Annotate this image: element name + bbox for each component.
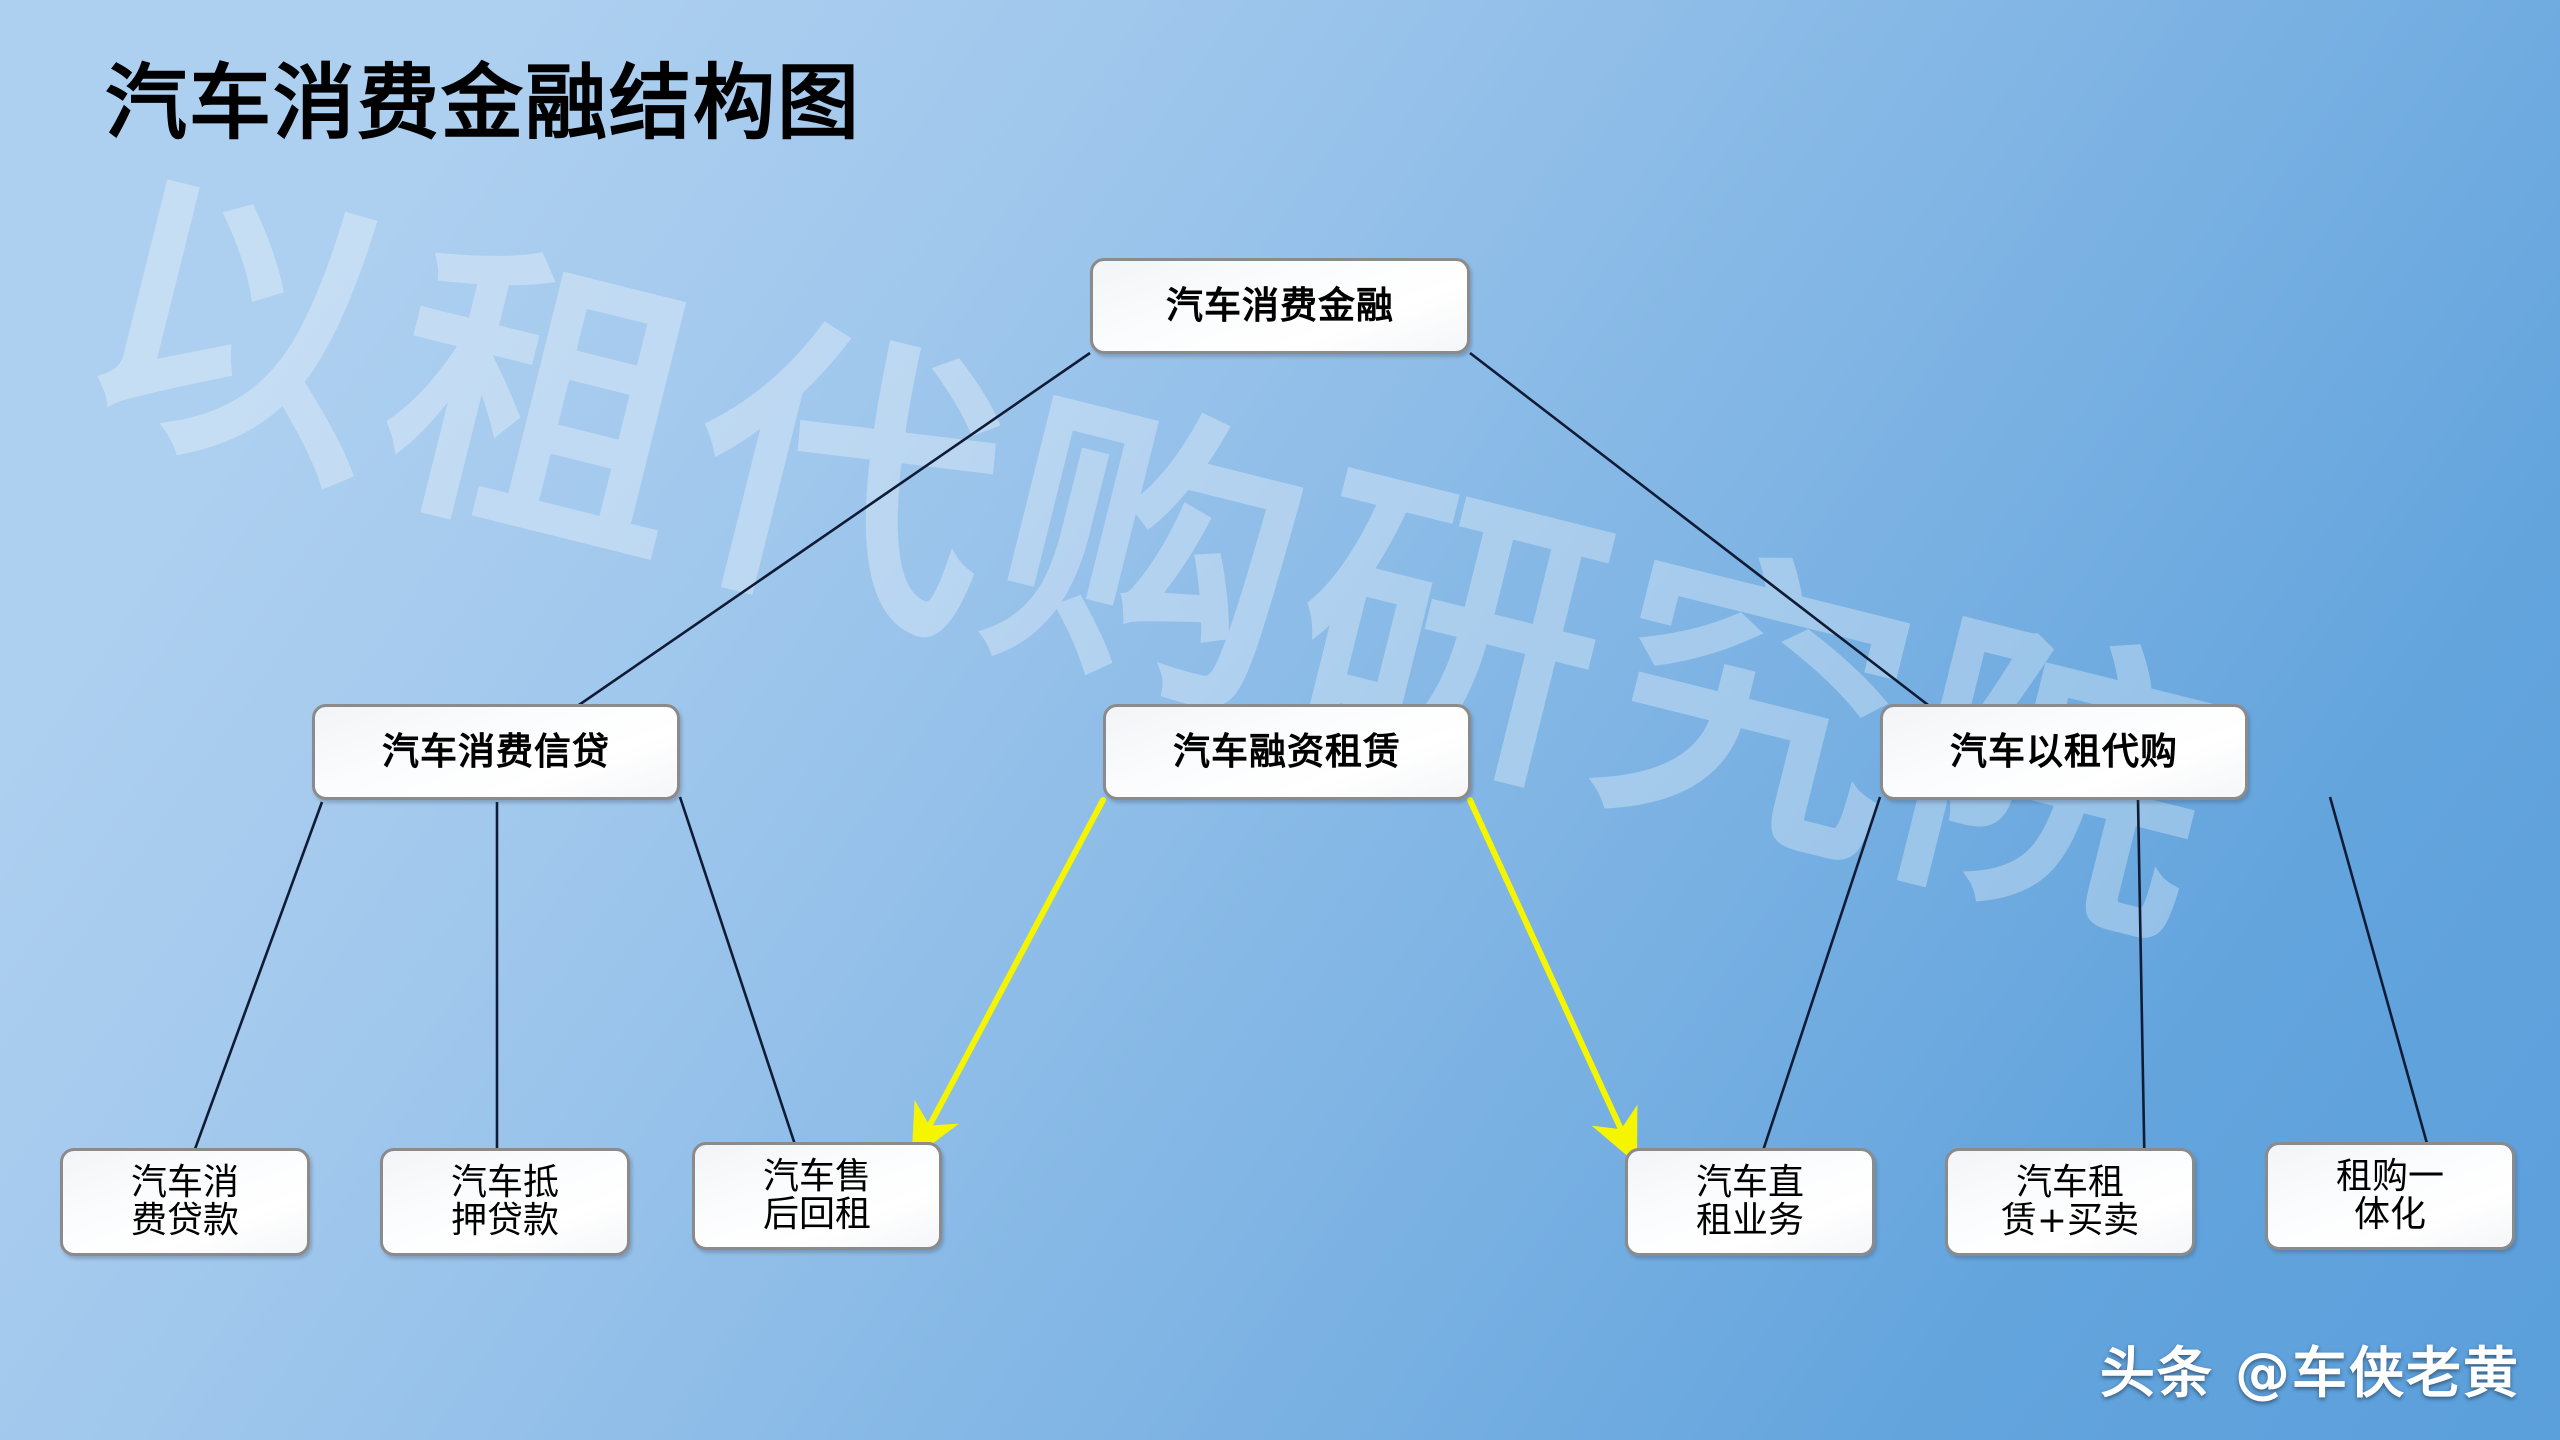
node-b3c3-label: 租购一 体化 bbox=[2330, 1155, 2450, 1235]
node-b1c1-line1: 汽车消 bbox=[130, 1161, 239, 1203]
node-direct-lease-business[interactable]: 汽车直 租业务 bbox=[1625, 1148, 1875, 1256]
node-b3c1-line1: 汽车直 bbox=[1695, 1161, 1804, 1203]
node-auto-mortgage-loan[interactable]: 汽车抵 押贷款 bbox=[380, 1148, 630, 1256]
node-lease-plus-trade[interactable]: 汽车租 赁+买卖 bbox=[1945, 1148, 2195, 1256]
edge-b3-to-b3c1 bbox=[1748, 796, 1882, 1191]
edge-b2-to-b1c3-arrow bbox=[911, 797, 1106, 1160]
page-title: 汽车消费金融结构图 bbox=[105, 56, 862, 151]
node-sale-leaseback[interactable]: 汽车售 后回租 bbox=[692, 1142, 942, 1250]
node-b1c3-line1: 汽车售 bbox=[762, 1155, 871, 1197]
node-b3c3-line1: 租购一 bbox=[2335, 1155, 2444, 1197]
edge-b2-to-b3c1-arrow bbox=[1467, 797, 1638, 1165]
node-auto-financial-leasing[interactable]: 汽车融资租赁 bbox=[1103, 704, 1471, 800]
node-b1c2-label: 汽车抵 押贷款 bbox=[445, 1161, 565, 1241]
node-b3c3-line2: 体化 bbox=[2353, 1194, 2426, 1235]
node-b1-label: 汽车消费信贷 bbox=[382, 730, 610, 774]
node-b1c3-line2: 后回租 bbox=[762, 1194, 871, 1235]
node-b1c2-line2: 押贷款 bbox=[450, 1200, 559, 1241]
node-rent-purchase-integration[interactable]: 租购一 体化 bbox=[2265, 1142, 2515, 1250]
edge-b1-to-b1c1 bbox=[178, 801, 324, 1191]
node-b2-label: 汽车融资租赁 bbox=[1173, 730, 1401, 774]
node-root[interactable]: 汽车消费金融 bbox=[1090, 258, 1470, 354]
node-b3-label: 汽车以租代购 bbox=[1950, 730, 2178, 774]
node-b3c2-line2: 赁+买卖 bbox=[2000, 1200, 2140, 1241]
node-root-label: 汽车消费金融 bbox=[1166, 284, 1394, 328]
node-lease-to-own[interactable]: 汽车以租代购 bbox=[1880, 704, 2248, 800]
edge-b3-to-b3c2 bbox=[2136, 799, 2147, 1191]
node-b3c1-label: 汽车直 租业务 bbox=[1690, 1161, 1810, 1241]
edge-b3-to-b3c3 bbox=[2328, 796, 2442, 1191]
author-credit: 头条 @车侠老黄 bbox=[2099, 1341, 2520, 1405]
node-auto-consumer-loan[interactable]: 汽车消 费贷款 bbox=[60, 1148, 310, 1256]
node-auto-consumer-credit[interactable]: 汽车消费信贷 bbox=[312, 704, 680, 800]
node-b1c1-line2: 费贷款 bbox=[130, 1200, 239, 1241]
node-b1c1-label: 汽车消 费贷款 bbox=[125, 1161, 245, 1241]
node-b1c2-line1: 汽车抵 bbox=[450, 1161, 559, 1203]
edge-b1-to-b1c3 bbox=[678, 796, 812, 1191]
node-b3c1-line2: 租业务 bbox=[1695, 1200, 1804, 1241]
node-b1c3-label: 汽车售 后回租 bbox=[757, 1155, 877, 1235]
node-b3c2-line1: 汽车租 bbox=[2015, 1161, 2124, 1203]
edge-root-to-b1 bbox=[559, 351, 1091, 720]
edge-root-to-b3 bbox=[1469, 351, 1946, 720]
node-b3c2-label: 汽车租 赁+买卖 bbox=[1995, 1161, 2145, 1241]
